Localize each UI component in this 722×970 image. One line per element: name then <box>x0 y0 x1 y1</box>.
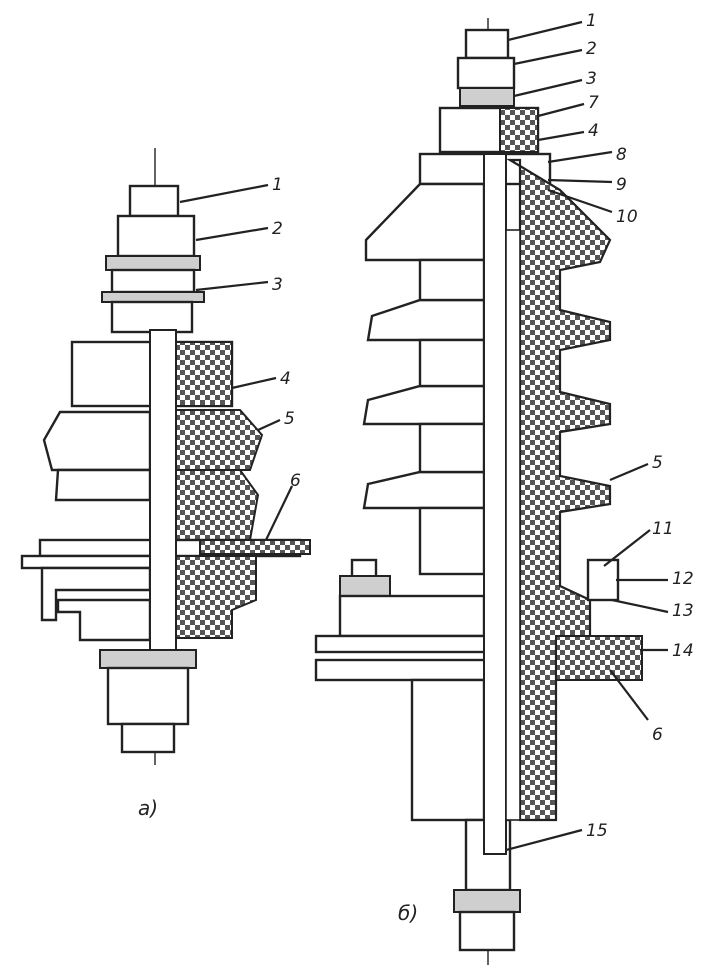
right-leader-15 <box>505 828 583 852</box>
right-leader-3 <box>513 78 583 98</box>
left-caption: а) <box>138 796 158 820</box>
left-top-nut-lower <box>116 214 196 258</box>
right-label-10: 10 <box>616 207 638 227</box>
left-leader-2 <box>195 226 269 242</box>
left-lower-filler <box>175 555 257 639</box>
left-conductor <box>149 329 177 651</box>
right-leader-13 <box>611 598 669 614</box>
left-shed-1 <box>42 410 152 472</box>
right-leader-10 <box>547 188 613 214</box>
left-spring-plate <box>101 291 205 303</box>
right-core-1 <box>418 258 486 302</box>
right-flange-filler <box>555 635 643 681</box>
right-top-nut-lower <box>456 56 516 90</box>
left-leader-6 <box>265 485 293 541</box>
right-lower-body <box>410 678 486 822</box>
right-top-nut <box>464 28 510 60</box>
right-leader-9 <box>547 178 613 184</box>
left-label-1: 1 <box>272 175 283 195</box>
right-leader-1 <box>507 20 583 42</box>
left-bottom-plate <box>99 649 197 669</box>
left-label-3: 3 <box>272 275 283 295</box>
right-core-2 <box>418 338 486 388</box>
right-label-9: 9 <box>616 175 627 195</box>
right-leader-7 <box>537 102 585 118</box>
right-label-3: 3 <box>586 69 597 89</box>
right-label-14: 14 <box>672 641 694 661</box>
left-flange-filler <box>199 539 311 555</box>
right-label-2: 2 <box>586 39 597 59</box>
right-label-4: 4 <box>588 121 599 141</box>
right-bushing: 1 2 3 7 4 8 9 10 5 11 12 13 14 6 15 б) <box>314 11 694 965</box>
right-label-13: 13 <box>672 601 694 621</box>
right-flange-bolt-r <box>586 558 620 602</box>
right-leader-6 <box>609 669 649 721</box>
right-inner-tube <box>505 229 521 821</box>
left-cap-base <box>110 300 194 334</box>
right-conductor <box>483 153 507 855</box>
left-bottom-end <box>120 722 176 754</box>
left-bushing: 1 2 3 4 5 6 а) <box>20 148 311 820</box>
right-bolt-head <box>339 575 391 597</box>
right-flange-lower <box>314 658 488 682</box>
right-caption: б) <box>398 901 418 925</box>
right-label-11: 11 <box>652 519 674 539</box>
right-bottom-washer <box>453 889 521 913</box>
right-shed-2 <box>366 298 486 342</box>
left-washer <box>105 255 201 271</box>
left-shed-body <box>54 468 152 502</box>
left-label-5: 5 <box>284 409 295 429</box>
right-label-7: 7 <box>588 93 599 113</box>
right-top-washer <box>459 87 515 107</box>
right-shed-3 <box>362 384 486 426</box>
right-core-4 <box>418 506 486 576</box>
right-label-15: 15 <box>586 821 608 841</box>
right-bottom-nut <box>458 910 516 952</box>
right-label-6: 6 <box>652 725 663 745</box>
right-leader-2 <box>513 48 583 66</box>
left-leader-5 <box>257 418 281 432</box>
left-leader-4 <box>231 376 277 390</box>
right-core-3 <box>418 422 486 474</box>
left-body-filler <box>175 469 260 541</box>
right-leader-8 <box>547 150 613 164</box>
left-cap-filler <box>175 341 233 407</box>
right-body-filler <box>506 158 612 822</box>
right-label-8: 8 <box>616 145 627 165</box>
right-shed-4 <box>362 470 486 510</box>
right-flange-upper <box>338 594 486 638</box>
left-label-4: 4 <box>280 369 291 389</box>
left-shed-filler <box>175 409 264 471</box>
right-leader-11 <box>603 529 651 567</box>
left-top-collar <box>110 268 196 294</box>
right-leader-4 <box>537 130 585 142</box>
left-top-nut <box>128 184 180 218</box>
left-label-2: 2 <box>272 219 283 239</box>
left-bottom-nut <box>106 666 190 726</box>
left-lower-step <box>56 598 152 642</box>
right-label-5: 5 <box>652 453 663 473</box>
right-top-filler <box>499 107 539 153</box>
right-leader-5 <box>609 462 649 482</box>
left-flange-lower <box>20 554 164 570</box>
right-label-1: 1 <box>586 11 597 31</box>
right-flange-plate <box>314 634 488 654</box>
right-label-12: 12 <box>672 569 694 589</box>
right-shed-1 <box>364 182 486 262</box>
left-label-6: 6 <box>290 471 301 491</box>
left-leader-3 <box>195 280 269 292</box>
left-leader-1 <box>179 183 269 204</box>
